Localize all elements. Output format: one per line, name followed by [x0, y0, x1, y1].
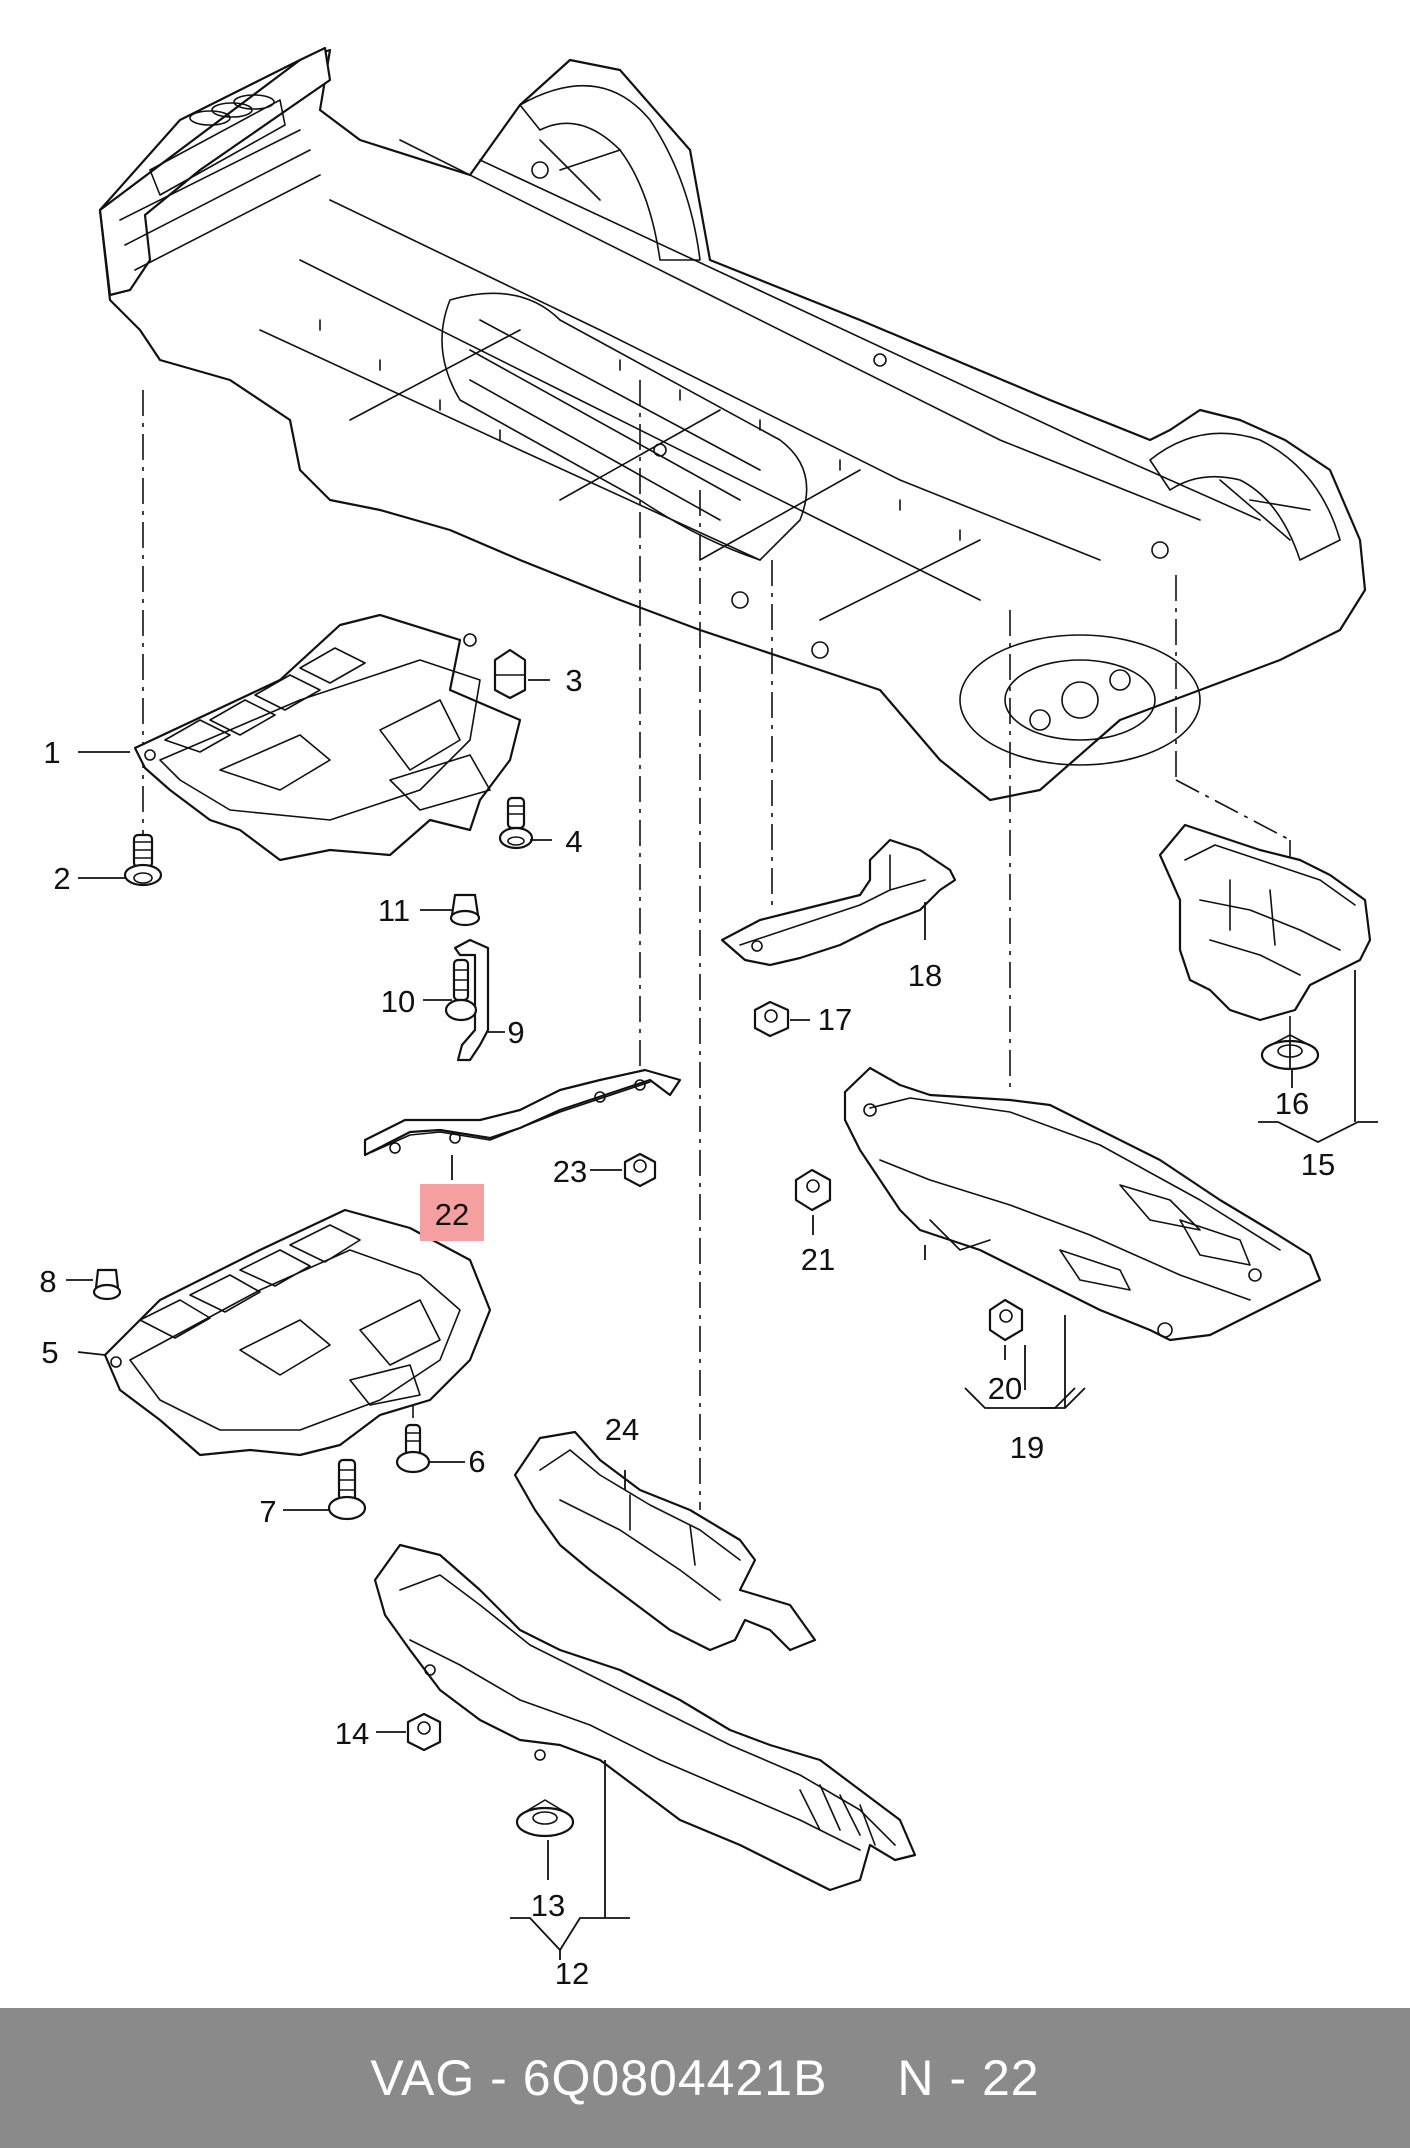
- callout-1: 1: [43, 735, 60, 770]
- footer-part-number: 6Q0804421B: [522, 2050, 828, 2106]
- callout-6: 6: [468, 1444, 485, 1479]
- callout-18: 18: [908, 958, 942, 993]
- part-1-engine-guard: [133, 613, 522, 862]
- callout-20: 20: [988, 1371, 1022, 1406]
- leader-lines: [66, 679, 1378, 1960]
- callout-5: 5: [41, 1335, 58, 1370]
- part-21-nut: [794, 1168, 832, 1212]
- footer-page-number: 22: [982, 2050, 1040, 2106]
- part-12-heat-shield: [373, 1543, 917, 1892]
- part-17-nut: [753, 1000, 790, 1038]
- part-number-footer: VAG - 6Q0804421B N - 22: [0, 2008, 1410, 2148]
- footer-brand: VAG: [370, 2050, 476, 2106]
- part-23-nut: [623, 1152, 657, 1188]
- highlight-box-22: [420, 1184, 484, 1241]
- callout-7: 7: [259, 1494, 276, 1529]
- callout-14: 14: [335, 1716, 369, 1751]
- callout-13: 13: [531, 1888, 565, 1923]
- part-24-heat-shield: [513, 1430, 817, 1652]
- part-4-bolt: [498, 796, 534, 850]
- callout-2: 2: [53, 861, 70, 896]
- callout-21: 21: [801, 1242, 835, 1277]
- part-10-bolt: [444, 958, 478, 1022]
- callout-17: 17: [818, 1002, 852, 1037]
- callout-3: 3: [565, 663, 582, 698]
- callout-16: 16: [1275, 1086, 1309, 1121]
- part-8-clip: [92, 1268, 122, 1301]
- callout-24: 24: [605, 1412, 639, 1447]
- callout-4: 4: [565, 824, 582, 859]
- callout-8: 8: [39, 1264, 56, 1299]
- part-11-clip: [449, 893, 481, 927]
- part-7-bolt: [327, 1458, 367, 1521]
- part-19-underbody-panel: [843, 1066, 1322, 1342]
- footer-separator: -: [490, 2050, 508, 2106]
- callout-labels: 1 2 3 4 5 6 7 8 9 10 11 12 13 14 15 16 1…: [39, 663, 1335, 1991]
- part-6-bolt: [395, 1423, 431, 1474]
- part-15-heat-shield: [1158, 823, 1372, 1022]
- callout-9: 9: [507, 1015, 524, 1050]
- part-2-bolt: [123, 833, 163, 887]
- parts-diagram: 1 2 3 4 5 6 7 8 9 10 11 12 13 14 15 16 1…: [39, 46, 1378, 1991]
- vehicle-underbody: [98, 46, 1367, 802]
- callout-15: 15: [1301, 1147, 1335, 1182]
- footer-page-separator: -: [949, 2050, 968, 2106]
- part-5-engine-guard: [103, 1208, 492, 1457]
- callout-22: 22: [435, 1197, 469, 1232]
- part-20-nut: [988, 1298, 1024, 1342]
- callout-10: 10: [381, 984, 415, 1019]
- callout-23: 23: [553, 1154, 587, 1189]
- part-14-nut: [406, 1712, 442, 1752]
- callout-19: 19: [1010, 1430, 1044, 1465]
- part-9-bracket: [453, 938, 490, 1062]
- part-3-clip: [493, 648, 527, 700]
- footer-page-prefix: N: [897, 2050, 935, 2106]
- part-22-cross-member: [363, 1068, 682, 1157]
- part-13-nut: [515, 1799, 575, 1838]
- part-18-bracket: [720, 838, 957, 967]
- callout-11: 11: [378, 893, 410, 928]
- callout-12: 12: [555, 1956, 589, 1991]
